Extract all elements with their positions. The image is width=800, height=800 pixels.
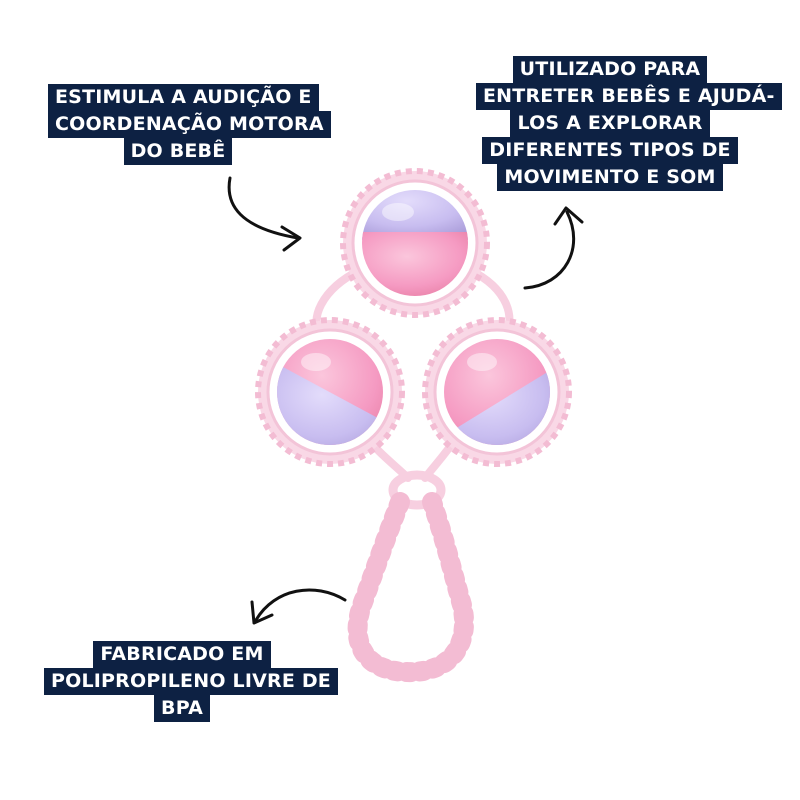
rattle-handle [347, 492, 475, 683]
curved-arrow-icon [227, 176, 302, 252]
callout-line: LOS A EXPLORAR [510, 110, 710, 137]
callout-line: COORDENAÇÃO MOTORA [48, 111, 331, 138]
callout-line: ENTRETER BEBÊS E AJUDÁ- [476, 83, 782, 110]
callout-line: DIFERENTES TIPOS DE [482, 137, 738, 164]
callout-line: POLIPROPILENO LIVRE DE [44, 668, 338, 695]
callout-entertain: UTILIZADO PARA ENTRETER BEBÊS E AJUDÁ- L… [476, 56, 782, 191]
rattle-ring-left [255, 317, 405, 467]
callout-hearing: ESTIMULA A AUDIÇÃO E COORDENAÇÃO MOTORA … [48, 84, 331, 165]
callout-material: FABRICADO EM POLIPROPILENO LIVRE DE BPA [44, 641, 338, 722]
callout-line: BPA [154, 695, 210, 722]
rattle-ring-top [340, 168, 490, 318]
callout-line: DO BEBÊ [123, 138, 233, 165]
rattle-ring-right [422, 317, 572, 467]
curved-arrow-icon [523, 206, 584, 290]
callout-line: MOVIMENTO E SOM [497, 164, 723, 191]
callout-line: FABRICADO EM [93, 641, 271, 668]
callout-line: ESTIMULA A AUDIÇÃO E [48, 84, 319, 111]
rattle-hub [388, 470, 446, 510]
curved-arrow-icon [250, 588, 347, 625]
callout-line: UTILIZADO PARA [512, 56, 708, 83]
